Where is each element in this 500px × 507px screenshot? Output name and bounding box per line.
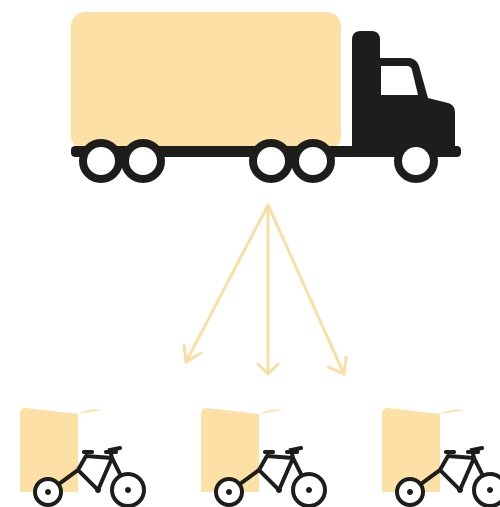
- cargo-bikes: [20, 408, 500, 506]
- bike-rear-hub: [306, 487, 312, 493]
- truck-cargo-box: [71, 12, 341, 150]
- truck-wheel: [398, 143, 434, 179]
- truck-wheel: [125, 143, 161, 179]
- truck-wheel: [295, 143, 331, 179]
- bike-rear-hub: [125, 487, 131, 493]
- bike-crank: [95, 487, 101, 493]
- truck-wheel: [253, 143, 289, 179]
- bike-front-hub: [45, 489, 51, 495]
- bike-crank: [457, 487, 463, 493]
- bike-rear-hub: [487, 487, 493, 493]
- truck-wheel: [83, 143, 119, 179]
- bike-front-hub: [407, 489, 413, 495]
- bike-front-hub: [226, 489, 232, 495]
- cargo-bike-icon: [20, 408, 144, 506]
- delivery-truck-icon: [71, 12, 461, 179]
- arrow-down-left-icon: [184, 205, 268, 362]
- arrow-down-right-icon: [268, 205, 346, 374]
- cargo-bike-icon: [382, 408, 500, 506]
- cargo-bike-icon: [201, 408, 325, 506]
- arrow-down-icon: [258, 205, 278, 374]
- distribution-arrows: [184, 205, 346, 374]
- bike-crank: [276, 487, 282, 493]
